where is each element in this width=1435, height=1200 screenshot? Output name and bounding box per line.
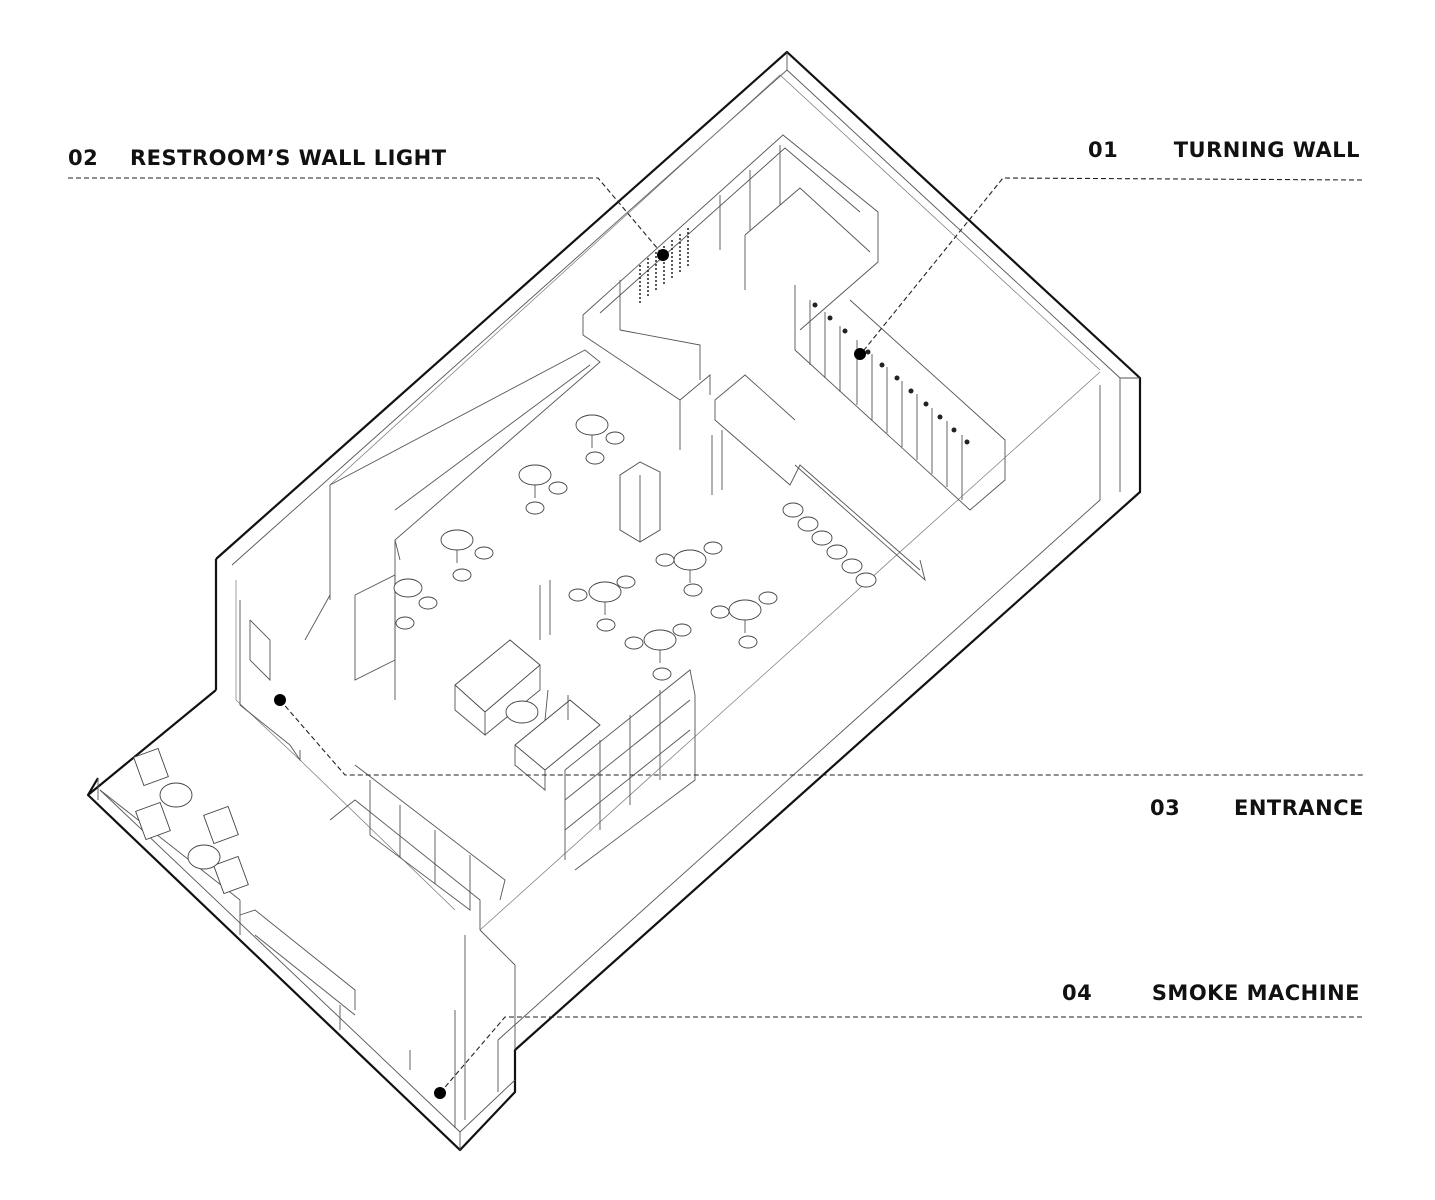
callout-03-number: 03 [1150,796,1180,820]
lounge-area [454,580,601,791]
callout-01 [854,177,1363,360]
front-window [239,600,506,930]
front-shelving [564,669,696,871]
callout-02-title: RESTROOM’S WALL LIGHT [130,146,447,170]
marker-dot-03 [274,694,286,706]
callout-03-title: ENTRANCE [1234,796,1364,820]
marker-dot-01 [854,348,866,360]
dining-tables [393,414,778,681]
callout-04-number: 04 [1062,981,1092,1005]
marker-dot-04 [434,1087,446,1099]
callout-02 [68,177,669,261]
terrace [97,747,411,1070]
marker-dot-02 [657,249,669,261]
wall-light-pattern [639,228,689,305]
restroom-block [582,134,879,450]
callout-04 [434,1016,1365,1099]
building-outline [86,50,1142,1152]
callout-01-number: 01 [1088,138,1118,162]
callout-03 [274,694,1365,776]
column [619,461,661,543]
callout-01-title: TURNING WALL [1174,138,1360,162]
left-banquette [304,349,601,700]
callout-04-title: SMOKE MACHINE [1152,981,1360,1005]
bar-counter [711,374,926,588]
turning-wall [794,285,1006,511]
callout-02-number: 02 [68,146,98,170]
bar-stools [782,502,877,588]
